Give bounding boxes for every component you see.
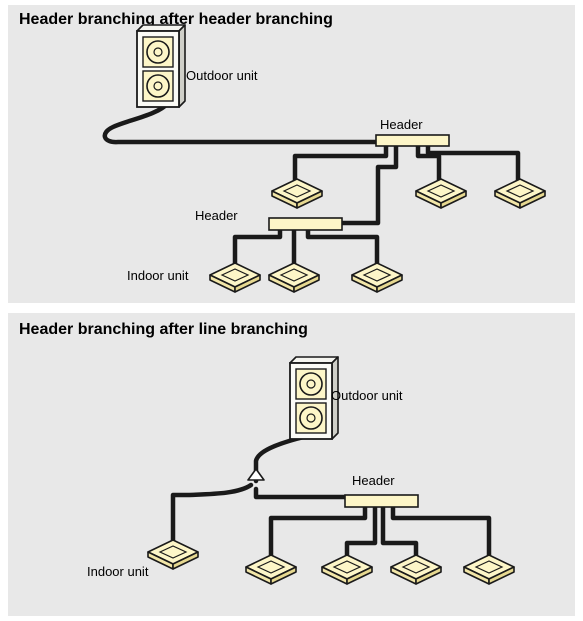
section-title: Header branching after header branching bbox=[19, 11, 333, 28]
outdoor-unit-label: Outdoor unit bbox=[186, 68, 258, 83]
indoor-unit-icon bbox=[245, 554, 297, 585]
indoor-unit-icon bbox=[209, 262, 261, 293]
header-label: Header bbox=[195, 208, 238, 223]
header-label: Header bbox=[380, 117, 423, 132]
indoor-unit-label: Indoor unit bbox=[87, 564, 149, 579]
pipe-header-to-unit-2 bbox=[344, 503, 378, 560]
indoor-unit-icon bbox=[494, 178, 546, 209]
piping-diagram bbox=[147, 356, 515, 585]
indoor-unit-icon bbox=[463, 554, 515, 585]
pipe-header-to-unit-1 bbox=[268, 503, 368, 560]
piping-diagram bbox=[102, 24, 546, 293]
header-lower bbox=[268, 217, 343, 231]
indoor-unit-label: Indoor unit bbox=[127, 268, 189, 283]
indoor-unit-icon bbox=[321, 554, 373, 585]
pipe-branch-to-indoor bbox=[170, 482, 254, 546]
indoor-unit-icon bbox=[351, 262, 403, 293]
pipe-lower-header-to-unit-3 bbox=[305, 227, 380, 268]
header-upper bbox=[375, 134, 450, 147]
indoor-unit-icon bbox=[268, 262, 320, 293]
header bbox=[344, 494, 419, 508]
pipe-upper-header-to-lower-header bbox=[335, 143, 399, 226]
pipe-lower-header-to-unit-1 bbox=[232, 227, 283, 268]
outdoor-unit-label: Outdoor unit bbox=[331, 388, 403, 403]
pipe-upper-header-to-unit-2 bbox=[415, 143, 442, 184]
pipe-upper-header-to-unit-1 bbox=[292, 143, 389, 184]
panel-header-after-line: Header branching after line branching Ou… bbox=[8, 313, 575, 616]
pipe-main bbox=[102, 100, 379, 145]
header-label: Header bbox=[352, 473, 395, 488]
section-title: Header branching after line branching bbox=[19, 321, 308, 338]
indoor-unit-icon bbox=[147, 539, 199, 570]
pipe-header-to-unit-3 bbox=[380, 503, 419, 560]
pipe-header-to-unit-4 bbox=[390, 503, 492, 560]
pipe-branch-to-header bbox=[253, 486, 349, 500]
indoor-unit-icon bbox=[415, 178, 467, 209]
branch-joint-icon bbox=[247, 468, 265, 481]
outdoor-unit-icon bbox=[136, 24, 186, 108]
pipe-upper-header-to-unit-3 bbox=[425, 143, 521, 184]
panel-header-after-header: Header branching after header branching … bbox=[8, 5, 575, 303]
indoor-unit-icon bbox=[271, 178, 323, 209]
indoor-unit-icon bbox=[390, 554, 442, 585]
